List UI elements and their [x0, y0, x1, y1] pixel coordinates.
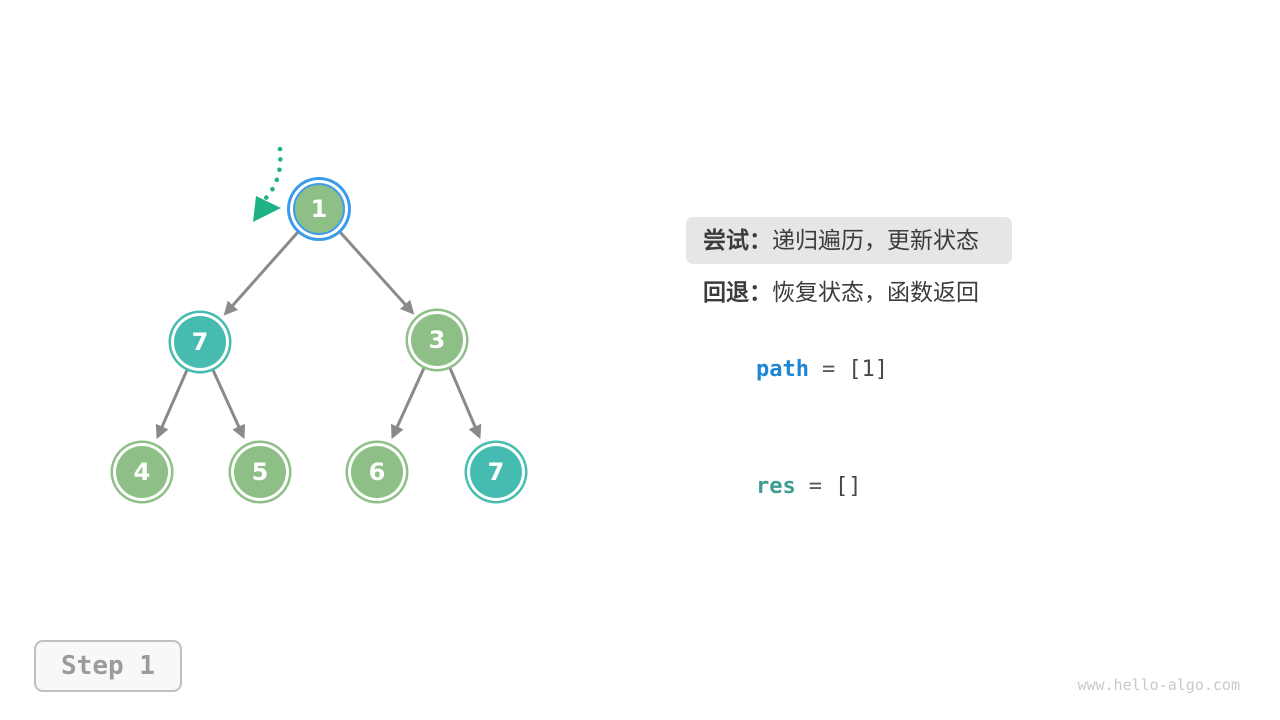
path-variable-value: [1]	[848, 357, 888, 382]
path-variable-name: path	[755, 357, 809, 382]
tree-edge-1-7	[223, 231, 300, 316]
tree-node: 5	[234, 446, 286, 498]
path-variable-line: path = [1]	[703, 332, 888, 407]
node-value: 3	[428, 326, 446, 354]
backtrack-text: 恢复状态，函数返回	[772, 279, 979, 305]
node-value: 4	[133, 458, 151, 486]
equals-sign: =	[821, 357, 836, 382]
backtrack-label: 回退：	[703, 279, 772, 305]
node-value: 6	[368, 458, 386, 486]
backtrack-action-line: 回退：恢复状态，函数返回	[703, 279, 979, 306]
tree-node: 3	[411, 314, 463, 366]
step-badge-label: Step 1	[61, 651, 155, 681]
try-text: 递归遍历，更新状态	[772, 227, 979, 253]
res-variable-name: res	[755, 474, 796, 499]
res-variable-line: res = []	[703, 449, 862, 524]
step-badge: Step 1	[34, 640, 182, 692]
node-value: 7	[487, 458, 505, 486]
tree-edge-1-3	[338, 230, 415, 315]
tree-edge-3-7	[448, 367, 482, 440]
tree-edge-7-4	[155, 369, 189, 440]
node-value: 1	[310, 195, 328, 223]
tree-edge-7-5	[211, 369, 245, 440]
node-value: 7	[191, 328, 209, 356]
try-action-highlight: 尝试：递归遍历，更新状态	[686, 217, 1012, 264]
tree-node: 7	[174, 316, 226, 368]
tree-edge-3-6	[391, 367, 426, 440]
watermark: www.hello-algo.com	[1077, 676, 1240, 694]
current-pointer-arrow-icon	[253, 146, 283, 222]
res-variable-value: []	[834, 474, 862, 499]
node-value: 5	[251, 458, 269, 486]
equals-sign: =	[808, 474, 822, 499]
tree-node-current: 1	[293, 183, 345, 235]
tree-node: 6	[351, 446, 403, 498]
try-label: 尝试：	[703, 227, 772, 253]
tree-node: 7	[470, 446, 522, 498]
tree-node: 4	[116, 446, 168, 498]
